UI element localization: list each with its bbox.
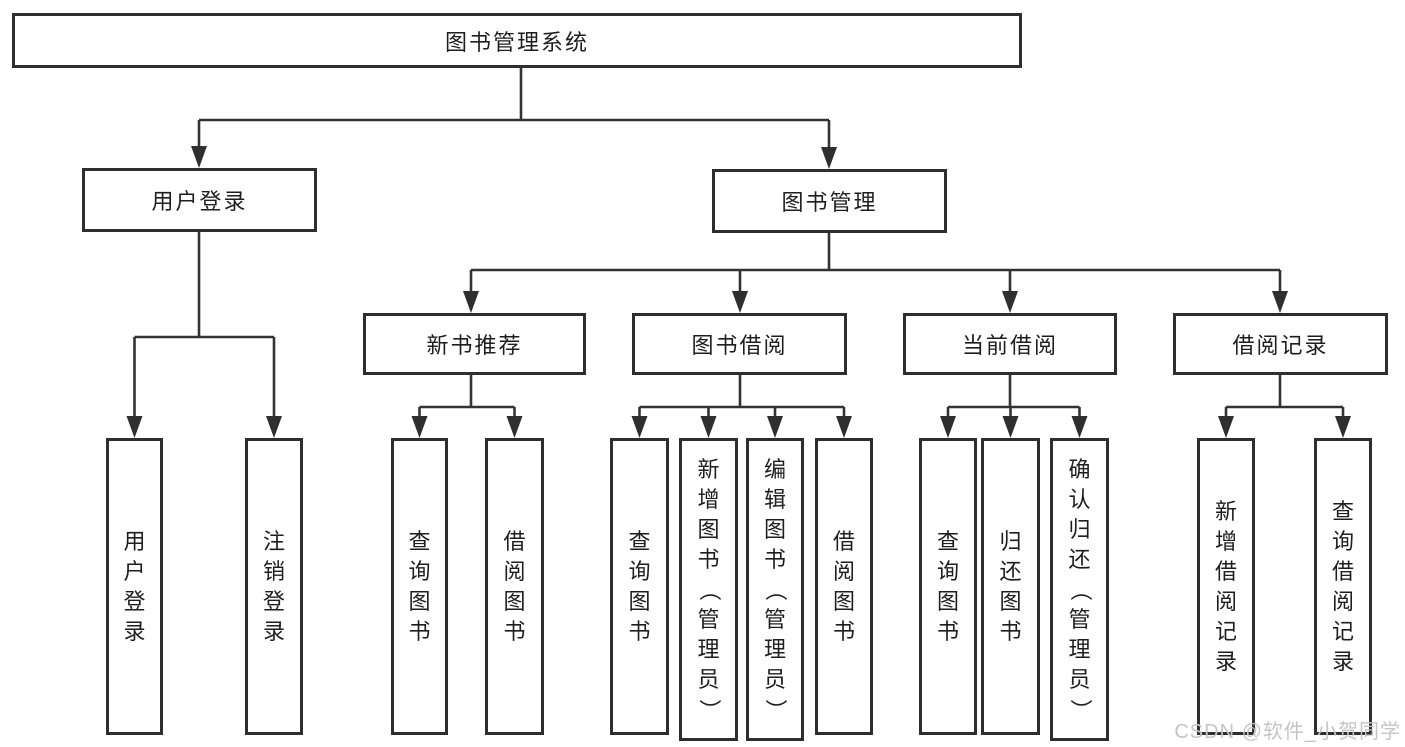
leaf-return-book-label: 归还图书 <box>999 528 1022 644</box>
node-new-book-recommend: 新书推荐 <box>363 313 586 375</box>
node-current-borrow-label: 当前借阅 <box>961 333 1058 358</box>
leaf-query-books-current-label: 查询图书 <box>936 528 959 644</box>
leaf-add-borrow-record-label: 新增借阅记录 <box>1214 498 1237 674</box>
leaf-query-books-recommend: 查询图书 <box>391 438 448 735</box>
node-library-system: 图书管理系统 <box>12 13 1022 68</box>
arrowheads <box>126 146 1351 438</box>
csdn-watermark: CSDN @软件_小贺同学 <box>1174 721 1401 743</box>
leaf-borrow-books-recommend: 借阅图书 <box>485 438 544 735</box>
leaf-query-borrow-record-label: 查询借阅记录 <box>1331 498 1354 674</box>
node-user-login-label: 用户登录 <box>151 189 248 214</box>
leaf-add-book-admin-label: 新增图书（管理员） <box>696 456 722 721</box>
leaf-confirm-return-admin-label: 确认归还（管理员） <box>1067 456 1093 721</box>
node-book-management-label: 图书管理 <box>781 190 878 215</box>
leaf-edit-book-admin-label: 编辑图书（管理员） <box>763 456 788 721</box>
leaf-borrow-books-label: 借阅图书 <box>832 528 855 644</box>
node-book-borrow: 图书借阅 <box>632 313 847 375</box>
node-borrow-records: 借阅记录 <box>1173 313 1388 375</box>
leaf-query-books-borrow: 查询图书 <box>610 438 669 735</box>
node-borrow-records-label: 借阅记录 <box>1232 333 1329 358</box>
node-new-book-recommend-label: 新书推荐 <box>426 333 523 358</box>
leaf-borrow-books-recommend-label: 借阅图书 <box>503 528 526 644</box>
leaf-logout: 注销登录 <box>245 438 303 735</box>
leaf-query-books-borrow-label: 查询图书 <box>628 528 651 644</box>
leaf-logout-label: 注销登录 <box>262 528 285 644</box>
leaf-user-login: 用户登录 <box>106 438 163 735</box>
leaf-add-borrow-record: 新增借阅记录 <box>1197 438 1255 735</box>
leaf-query-books-recommend-label: 查询图书 <box>408 528 431 644</box>
leaf-user-login-label: 用户登录 <box>123 528 146 644</box>
node-book-borrow-label: 图书借阅 <box>691 333 788 358</box>
leaf-return-book: 归还图书 <box>981 438 1040 735</box>
leaf-edit-book-admin: 编辑图书（管理员） <box>746 438 804 741</box>
leaf-borrow-books: 借阅图书 <box>815 438 873 735</box>
node-library-system-label: 图书管理系统 <box>444 29 589 55</box>
leaf-query-books-current: 查询图书 <box>919 438 977 735</box>
leaf-query-borrow-record: 查询借阅记录 <box>1314 438 1372 735</box>
leaf-add-book-admin: 新增图书（管理员） <box>679 438 738 741</box>
node-current-borrow: 当前借阅 <box>903 313 1117 375</box>
node-user-login: 用户登录 <box>82 168 317 232</box>
leaf-confirm-return-admin: 确认归还（管理员） <box>1050 438 1109 741</box>
node-book-management: 图书管理 <box>712 169 947 233</box>
